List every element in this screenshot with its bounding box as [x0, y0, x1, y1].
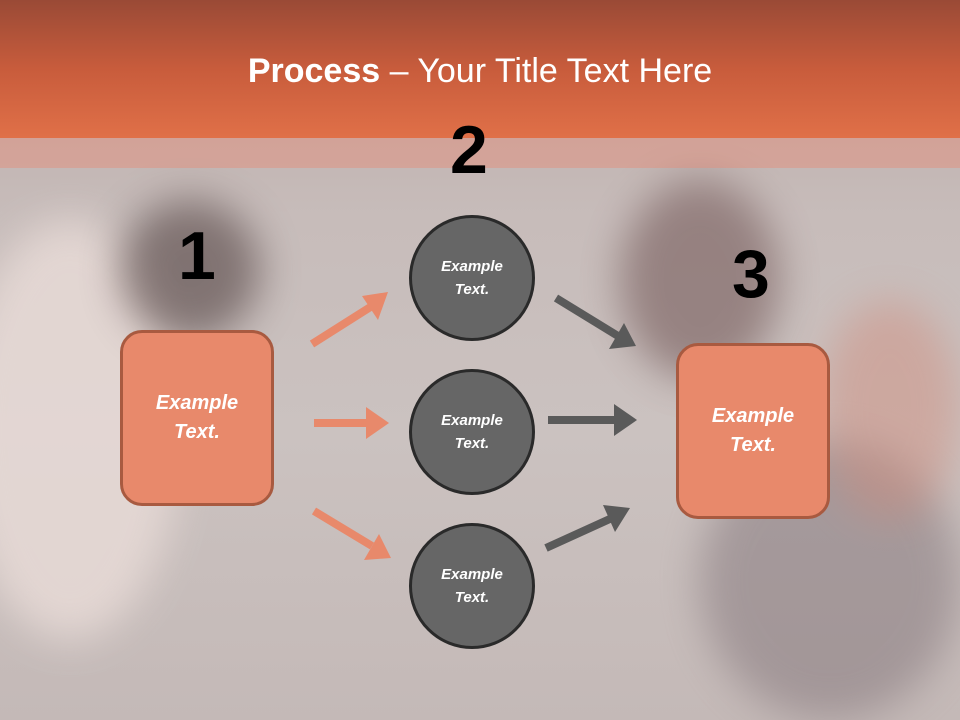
- step-number-3: 3: [732, 236, 770, 312]
- step-circle-top: Example Text.: [409, 215, 535, 341]
- slide-title: Process – Your Title Text Here: [0, 52, 960, 91]
- arrow-down-gray: [553, 294, 636, 349]
- title-bold: Process: [247, 52, 381, 90]
- arrow-down-orange: [311, 507, 391, 560]
- arrow-up-orange: [309, 292, 388, 348]
- step-box-1-label: Example Text.: [155, 392, 239, 443]
- title-bar: [0, 0, 960, 138]
- title-rest: – Your Title Text Here: [380, 52, 713, 90]
- step-box-1: Example Text.: [120, 330, 274, 506]
- arrow-up-gray: [544, 505, 630, 552]
- step-circle-bottom: Example Text.: [409, 523, 535, 649]
- circle-middle-label: Example Text.: [441, 412, 503, 452]
- step-box-3-label: Example Text.: [711, 405, 795, 456]
- circle-top-label: Example Text.: [441, 258, 503, 298]
- step-number-2: 2: [450, 112, 488, 188]
- step-circle-middle: Example Text.: [409, 369, 535, 495]
- arrow-right-gray: [548, 404, 637, 436]
- title-bar-strip: [0, 138, 960, 168]
- arrow-right-orange: [314, 407, 389, 439]
- circle-bottom-label: Example Text.: [441, 566, 503, 606]
- step-box-3: Example Text.: [676, 343, 830, 519]
- step-number-1: 1: [178, 218, 216, 294]
